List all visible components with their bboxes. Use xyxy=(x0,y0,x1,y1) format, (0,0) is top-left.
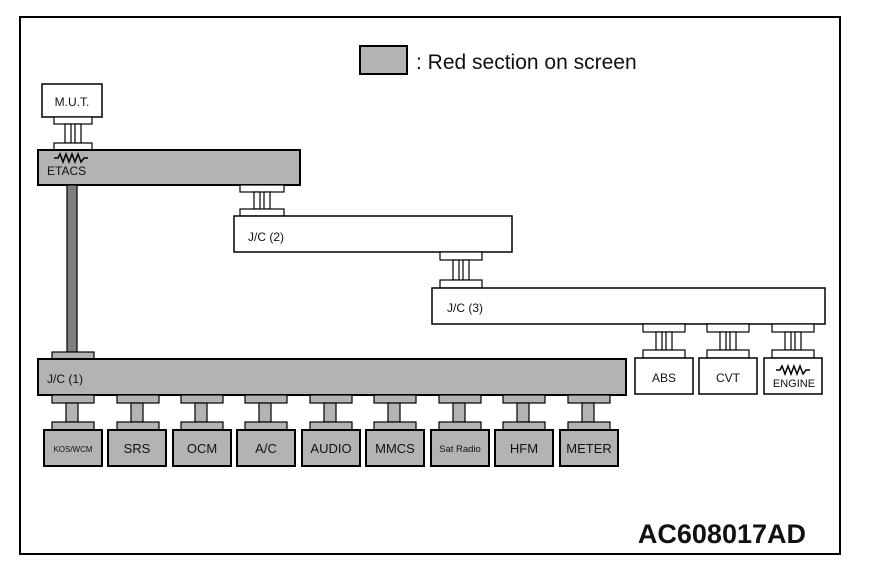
connector-jc1-kos-wcm xyxy=(51,394,95,431)
node-srs-label: SRS xyxy=(124,441,151,456)
node-mmcs xyxy=(365,429,425,467)
connector-jc1-ocm xyxy=(180,394,224,431)
terminator-icon xyxy=(776,363,810,377)
node-srs xyxy=(107,429,167,467)
terminator-icon xyxy=(54,151,88,165)
node-mmcs-label: MMCS xyxy=(375,441,415,456)
bus-etacs-jc1 xyxy=(66,184,78,353)
connectors-jc1-modules xyxy=(51,394,611,431)
diagram-frame xyxy=(19,16,841,555)
node-etacs xyxy=(37,149,301,186)
bus-etacs-jc1-cap xyxy=(51,351,95,360)
node-engine-label: ENGINE xyxy=(773,378,815,390)
node-abs xyxy=(634,357,694,395)
node-sat-radio-label: Sat Radio xyxy=(439,444,481,455)
node-jc3-label: J/C (3) xyxy=(447,301,483,315)
node-jc2 xyxy=(233,215,513,253)
node-mut xyxy=(41,83,103,118)
connector-jc3-cvt xyxy=(706,323,750,359)
node-sat-radio xyxy=(430,429,490,467)
node-etacs-label: ETACS xyxy=(47,164,86,178)
node-audio xyxy=(301,429,361,467)
node-ocm-label: OCM xyxy=(187,441,217,456)
node-hfm xyxy=(494,429,554,467)
legend-text: : Red section on screen xyxy=(416,51,637,74)
node-engine xyxy=(763,357,823,395)
connector-jc2-jc3 xyxy=(439,251,483,289)
connector-jc1-meter xyxy=(567,394,611,431)
node-jc1-label: J/C (1) xyxy=(47,372,83,386)
node-cvt-label: CVT xyxy=(716,371,741,385)
node-ocm xyxy=(172,429,232,467)
figure-id: AC608017AD xyxy=(638,519,806,549)
connector-mut-etacs xyxy=(53,116,93,151)
node-cvt xyxy=(698,357,758,395)
node-meter-label: METER xyxy=(566,441,612,456)
node-ac xyxy=(236,429,296,467)
connector-jc1-mmcs xyxy=(373,394,417,431)
connector-jc1-srs xyxy=(116,394,160,431)
legend-swatch xyxy=(359,45,408,75)
node-audio-label: AUDIO xyxy=(310,441,351,456)
node-mut-label: M.U.T. xyxy=(55,95,90,109)
bottom-modules: KOS/WCM SRS OCM A/C AUDIO MMCS Sat Radio… xyxy=(43,429,619,467)
node-abs-label: ABS xyxy=(652,371,676,385)
node-kos-wcm xyxy=(43,429,103,467)
connector-jc3-abs xyxy=(642,323,686,359)
connector-jc1-audio xyxy=(309,394,353,431)
node-ac-label: A/C xyxy=(255,441,277,456)
node-hfm-label: HFM xyxy=(510,441,538,456)
node-kos-wcm-label: KOS/WCM xyxy=(53,445,92,454)
node-jc3 xyxy=(431,287,826,325)
node-meter xyxy=(559,429,619,467)
node-jc1 xyxy=(37,358,627,396)
connector-jc1-ac xyxy=(244,394,288,431)
node-jc2-label: J/C (2) xyxy=(248,230,284,244)
